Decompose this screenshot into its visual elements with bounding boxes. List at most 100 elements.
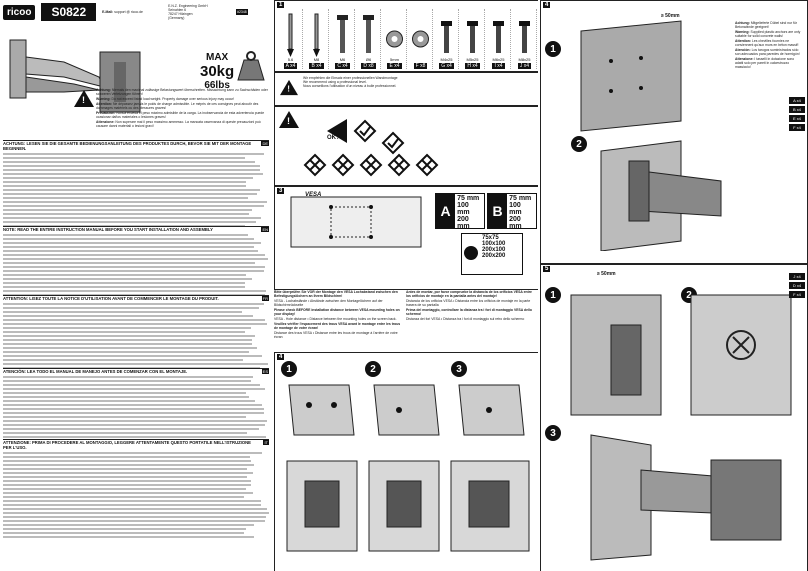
vesa-note: VESA - Hole distance • Distance between … bbox=[274, 317, 404, 321]
capacity-block: MAX 30kg 66lbs bbox=[200, 52, 234, 91]
lang-tag: DE bbox=[261, 141, 269, 146]
step-1-badge: 1 bbox=[545, 41, 561, 57]
depth-label-2: ≥ 50mm bbox=[597, 271, 616, 277]
vesa-notes-left: Bitte überprüfen Sie VOR der Montage den… bbox=[274, 290, 404, 350]
dimension-a: A 75 mm100 mm200 mm bbox=[435, 193, 485, 229]
dimension-value: 200 mm bbox=[457, 216, 482, 230]
part-f: F x8 bbox=[409, 9, 433, 69]
dimension-value: 75 mm bbox=[509, 195, 534, 202]
part-icon bbox=[305, 9, 328, 57]
hardware-tag: E x4 bbox=[789, 115, 805, 122]
dimension-value: 200 mm bbox=[509, 216, 534, 230]
section-title: NOTE: READ THE ENTIRE INSTRUCTION MANUAL… bbox=[3, 227, 269, 232]
wall-mount-step: 4 1 2 ≥ 50mm Achtung: Mitgelieferte Dübe… bbox=[540, 0, 808, 264]
part-icon bbox=[357, 9, 380, 57]
section-de: DEACHTUNG: LESEN SIE DIE GESAMTE BEDIENU… bbox=[3, 140, 269, 226]
brand-logo: ricoo bbox=[3, 5, 35, 20]
load-warnings: Achtung: Niemals den maximal zulässige B… bbox=[96, 88, 269, 138]
vesa-combinations: 75x75100x100200x100200x200 bbox=[461, 233, 523, 275]
section-title: ACHTUNG: LESEN SIE DIE GESAMTE BEDIENUNG… bbox=[3, 141, 269, 151]
max-weight-kg: 30kg bbox=[200, 63, 234, 80]
section-title: ATTENTION: LISEZ TOUTE LA NOTICE D'UTILI… bbox=[3, 296, 269, 301]
vesa-note: Distanza dei fori VESA • Distanza tra i … bbox=[406, 317, 537, 321]
vesa-note: Bitte überprüfen Sie VOR der Montage den… bbox=[274, 290, 404, 298]
step-drawings-top bbox=[279, 375, 534, 445]
hardware-tag: J x4 bbox=[789, 273, 805, 280]
compatibility-check: OK? bbox=[274, 106, 538, 186]
dimension-value: 200x200 bbox=[482, 253, 505, 259]
hardware-tag: A x4 bbox=[789, 97, 805, 104]
right-page: 4 1 2 ≥ 50mm Achtung: Mitgelieferte Dübe… bbox=[540, 0, 808, 571]
part-a: 5.6A x4 bbox=[279, 9, 303, 69]
anchor-warning: Atención: Los tarugos suministrados sólo… bbox=[735, 48, 801, 56]
doc-code: #2348 bbox=[236, 9, 247, 15]
part-i: M6x25I x4 bbox=[487, 9, 511, 69]
lang-tag: ES bbox=[262, 369, 269, 374]
email: support @ ricoo.de bbox=[114, 10, 143, 14]
section-title: ATENCIÓN: LEA TODO EL MANUAL DE MANEJO A… bbox=[3, 369, 269, 374]
section-body-lines bbox=[3, 303, 269, 368]
model-number: S0822 bbox=[41, 3, 96, 21]
warning-icon bbox=[74, 90, 94, 107]
screw-icon bbox=[462, 234, 480, 272]
vesa-label: VESA bbox=[305, 192, 321, 198]
section-en: ENNOTE: READ THE ENTIRE INSTRUCTION MANU… bbox=[3, 226, 269, 295]
dimension-value: 100 mm bbox=[509, 202, 534, 216]
warning-item: Precaución: Nunca exceda el peso máximo … bbox=[96, 111, 269, 119]
lang-tag: IT bbox=[263, 440, 269, 445]
instruction-sections: DEACHTUNG: LESEN SIE DIE GESAMTE BEDIENU… bbox=[3, 140, 269, 568]
professional-notes: Wir empfehlen die Einsatz einer professi… bbox=[274, 72, 538, 106]
section-es: ESATENCIÓN: LEA TODO EL MANUAL DE MANEJO… bbox=[3, 368, 269, 439]
assembly-steps: 4 1 2 3 bbox=[274, 352, 538, 571]
ok-label: OK? bbox=[327, 135, 340, 141]
part-icon bbox=[409, 9, 432, 62]
section-body-lines bbox=[3, 452, 269, 540]
part-icon bbox=[461, 9, 484, 57]
section-body-lines bbox=[3, 234, 269, 295]
step-1-badge-b: 1 bbox=[545, 287, 561, 303]
anchor-warnings: Achtung: Mitgelieferte Dübel sind nur fü… bbox=[735, 21, 801, 70]
hardware-tag: B x4 bbox=[789, 106, 805, 113]
note-line: Nous conseillons l'utilisation d'un nive… bbox=[303, 84, 533, 88]
tv-back-drawing bbox=[281, 193, 431, 253]
anchor-warning: Attention: Les chevilles fournies ne con… bbox=[735, 39, 801, 47]
weight-icon bbox=[236, 50, 266, 82]
dimension-value: 100 mm bbox=[457, 202, 482, 216]
anchor-warning: Warning: Supplied plastic anchors are on… bbox=[735, 30, 801, 38]
lang-tag: FR bbox=[262, 296, 269, 301]
vesa-note: Distance des trous VESA • Distance entre… bbox=[274, 331, 404, 339]
section-fr: FRATTENTION: LISEZ TOUTE LA NOTICE D'UTI… bbox=[3, 295, 269, 368]
left-page: ricoo S0822 E-Mail: support @ ricoo.de E… bbox=[0, 0, 272, 571]
hardware-tag: F x4 bbox=[789, 291, 805, 298]
vesa-note: Prima del montaggio, controllare la dist… bbox=[406, 308, 537, 316]
part-h: M5x25H x4 bbox=[461, 9, 485, 69]
part-c: M6C x4 bbox=[331, 9, 355, 69]
step-3-badge-b: 3 bbox=[545, 425, 561, 441]
vesa-note: Veuillez vérifier l'espacement des trous… bbox=[274, 322, 404, 330]
warning-icon bbox=[279, 111, 299, 128]
warning-item: Attenzione: Non superare mai il peso mas… bbox=[96, 120, 269, 128]
arm-install-step: 5 ≥ 50mm 1 2 3 J x4D x4F x4 bbox=[540, 264, 808, 571]
part-icon bbox=[435, 9, 458, 57]
part-j: M8x25J x4 bbox=[513, 9, 537, 69]
anchor-warning: Attenzione: I tasselli in dotazione sono… bbox=[735, 57, 801, 69]
email-block: E-Mail: support @ ricoo.de bbox=[102, 10, 162, 14]
section-body-lines bbox=[3, 153, 269, 226]
hardware-list-2: J x4 D x4 F x4 bbox=[789, 273, 805, 300]
warning-item: Warning: Do not exceed listed load weigh… bbox=[96, 97, 269, 101]
warning-item: Attention: Ne dépassez jamais le poids d… bbox=[96, 102, 269, 110]
section-title: ATTENZIONE: PRIMA DI PROCEDERE AL MONTAG… bbox=[3, 440, 269, 450]
hardware-tag: D x4 bbox=[789, 282, 805, 289]
warning-icon bbox=[280, 80, 298, 95]
vesa-note: VESA - Lochabstände • Abstände zwischen … bbox=[274, 299, 404, 307]
header: ricoo S0822 E-Mail: support @ ricoo.de E… bbox=[3, 3, 248, 21]
wall-drilling-drawing bbox=[571, 11, 731, 251]
step-drawings-bottom bbox=[279, 451, 534, 561]
part-e: 5mmE x4 bbox=[383, 9, 407, 69]
middle-page: 1 5.6A x4M8B x4M6C x4Ø6D x85mmE x4F x8M4… bbox=[274, 0, 538, 571]
part-icon bbox=[331, 9, 354, 57]
part-g: M4x25G x4 bbox=[435, 9, 459, 69]
company-address: E.N.Z. Engineering GmbH Seinahlen 6 7824… bbox=[168, 4, 230, 20]
vesa-note: Antes de montar, por favor compruebe la … bbox=[406, 290, 537, 298]
part-icon bbox=[487, 9, 510, 57]
